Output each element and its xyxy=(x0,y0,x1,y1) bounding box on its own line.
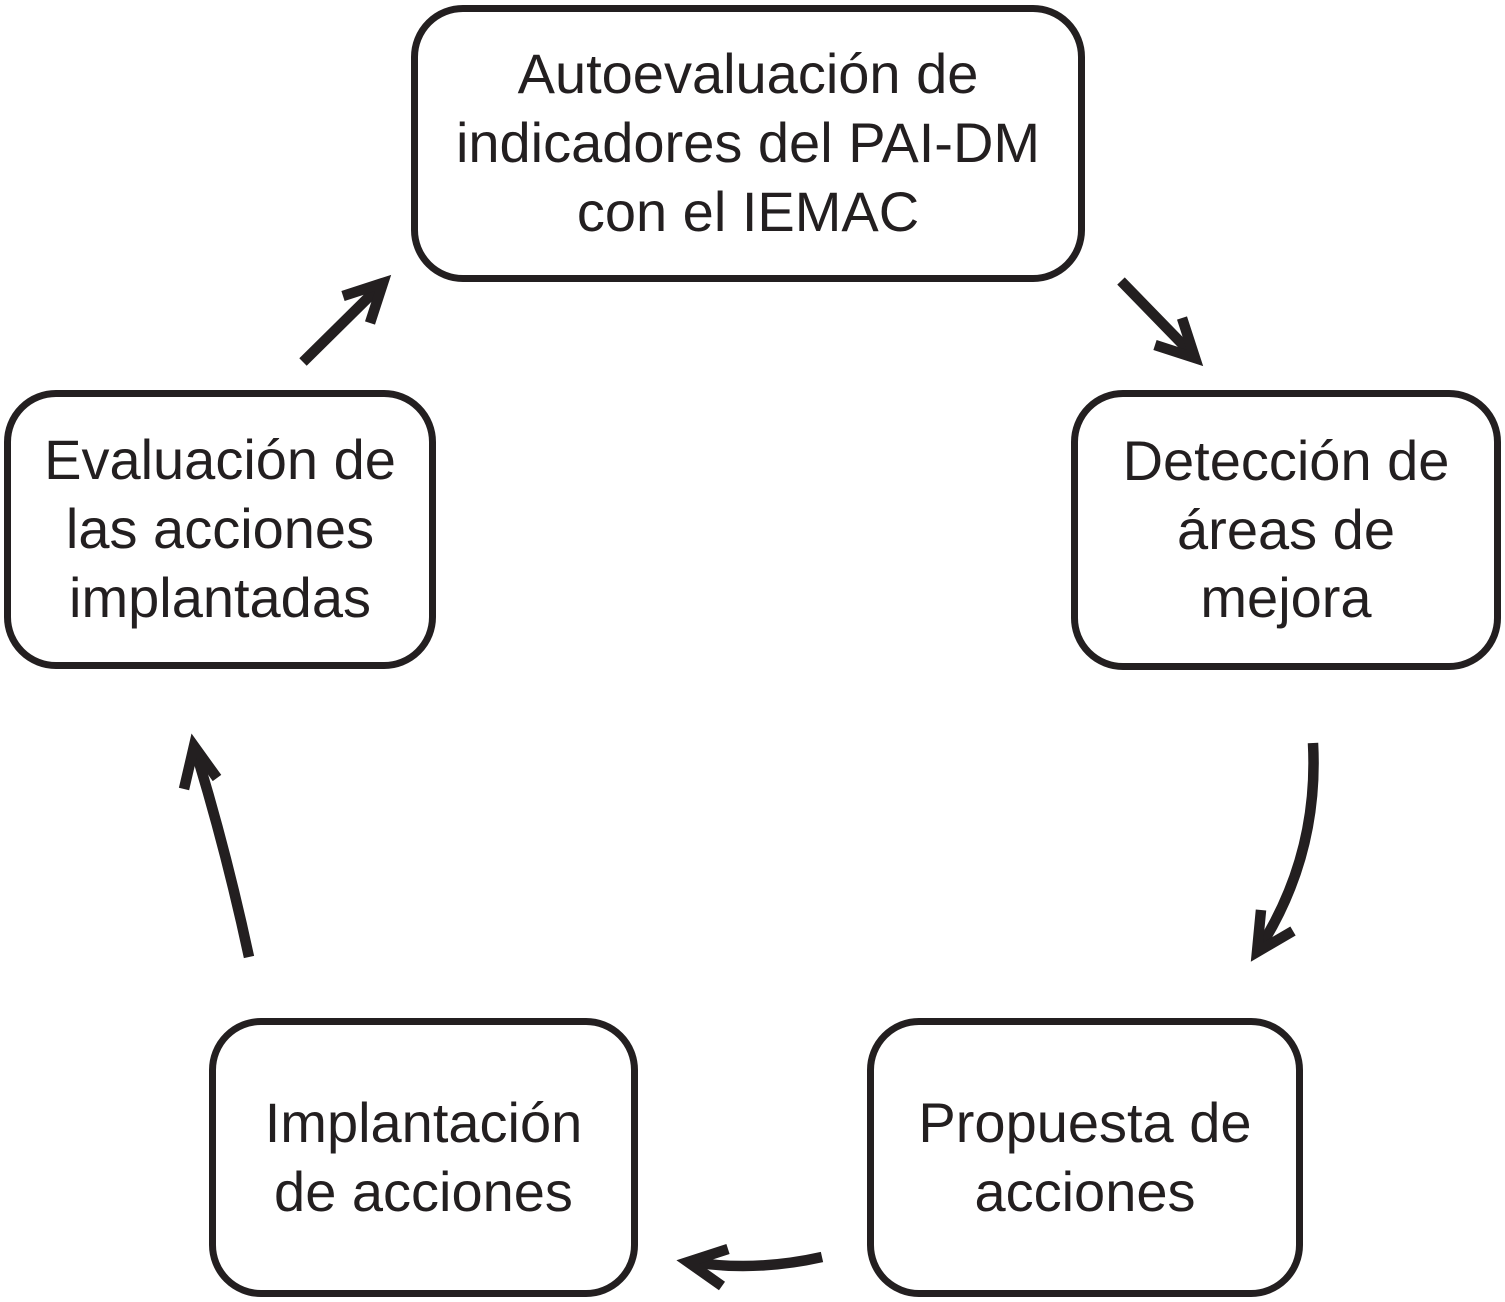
arrow-deteccion-to-propuesta xyxy=(1250,742,1319,962)
node-implantacion-label: Implantación de acciones xyxy=(264,1090,583,1223)
arrow-autoevaluacion-to-deteccion xyxy=(1117,277,1204,367)
arrow-implantacion-to-evaluacion xyxy=(178,733,255,959)
node-implantacion: Implantación de acciones xyxy=(209,1018,638,1297)
node-deteccion: Detección de áreas de mejora xyxy=(1071,390,1501,670)
node-autoevaluacion: Autoevaluación de indicadores del PAI-DM… xyxy=(411,5,1085,282)
node-autoevaluacion-label: Autoevaluación de indicadores del PAI-DM… xyxy=(455,42,1041,243)
node-propuesta: Propuesta de acciones xyxy=(867,1018,1303,1297)
node-evaluacion-label: Evaluación de las acciones implantadas xyxy=(44,428,396,629)
node-deteccion-label: Detección de áreas de mejora xyxy=(1122,428,1450,630)
arrow-propuesta-to-implantacion xyxy=(676,1244,824,1291)
node-propuesta-label: Propuesta de acciones xyxy=(918,1090,1252,1223)
node-evaluacion: Evaluación de las acciones implantadas xyxy=(4,390,436,669)
arrow-evaluacion-to-autoevaluacion xyxy=(299,274,392,366)
